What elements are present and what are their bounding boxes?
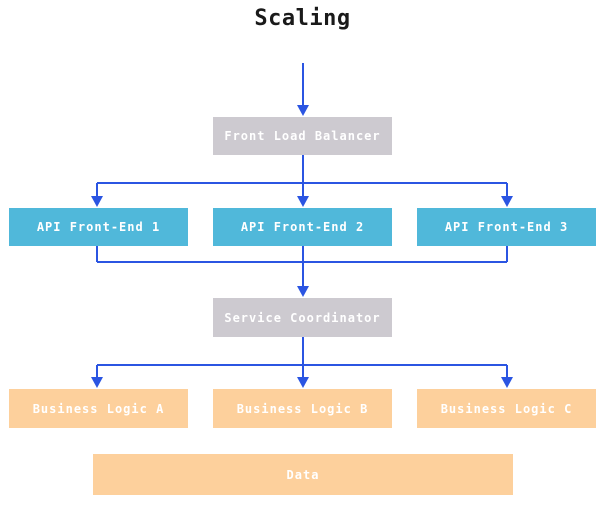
edge-service-coordinator-to-business-logic bbox=[91, 337, 513, 388]
node-business-logic-c: Business Logic C bbox=[417, 389, 596, 428]
node-api-front-end-2-label: API Front-End 2 bbox=[240, 220, 365, 234]
edge-front-load-balancer-to-api-front-ends bbox=[91, 155, 513, 207]
node-data-label: Data bbox=[286, 467, 320, 482]
node-front-load-balancer-label: Front Load Balancer bbox=[224, 129, 381, 143]
node-api-front-end-2: API Front-End 2 bbox=[213, 208, 392, 246]
node-data: Data bbox=[93, 454, 513, 495]
node-service-coordinator-label: Service Coordinator bbox=[224, 310, 381, 325]
node-api-front-end-1: API Front-End 1 bbox=[9, 208, 188, 246]
diagram-title: Scaling bbox=[254, 6, 351, 31]
node-business-logic-a: Business Logic A bbox=[9, 389, 188, 428]
node-business-logic-b-label: Business Logic B bbox=[236, 401, 369, 416]
node-api-front-end-3: API Front-End 3 bbox=[417, 208, 596, 246]
node-front-load-balancer: Front Load Balancer bbox=[213, 117, 392, 155]
node-api-front-end-3-label: API Front-End 3 bbox=[444, 220, 569, 234]
node-business-logic-b: Business Logic B bbox=[213, 389, 392, 428]
edge-api-front-ends-to-service-coordinator bbox=[96, 246, 508, 297]
node-business-logic-c-label: Business Logic C bbox=[440, 401, 573, 416]
node-api-front-end-1-label: API Front-End 1 bbox=[36, 220, 161, 234]
node-business-logic-a-label: Business Logic A bbox=[32, 401, 165, 416]
node-service-coordinator: Service Coordinator bbox=[213, 298, 392, 337]
